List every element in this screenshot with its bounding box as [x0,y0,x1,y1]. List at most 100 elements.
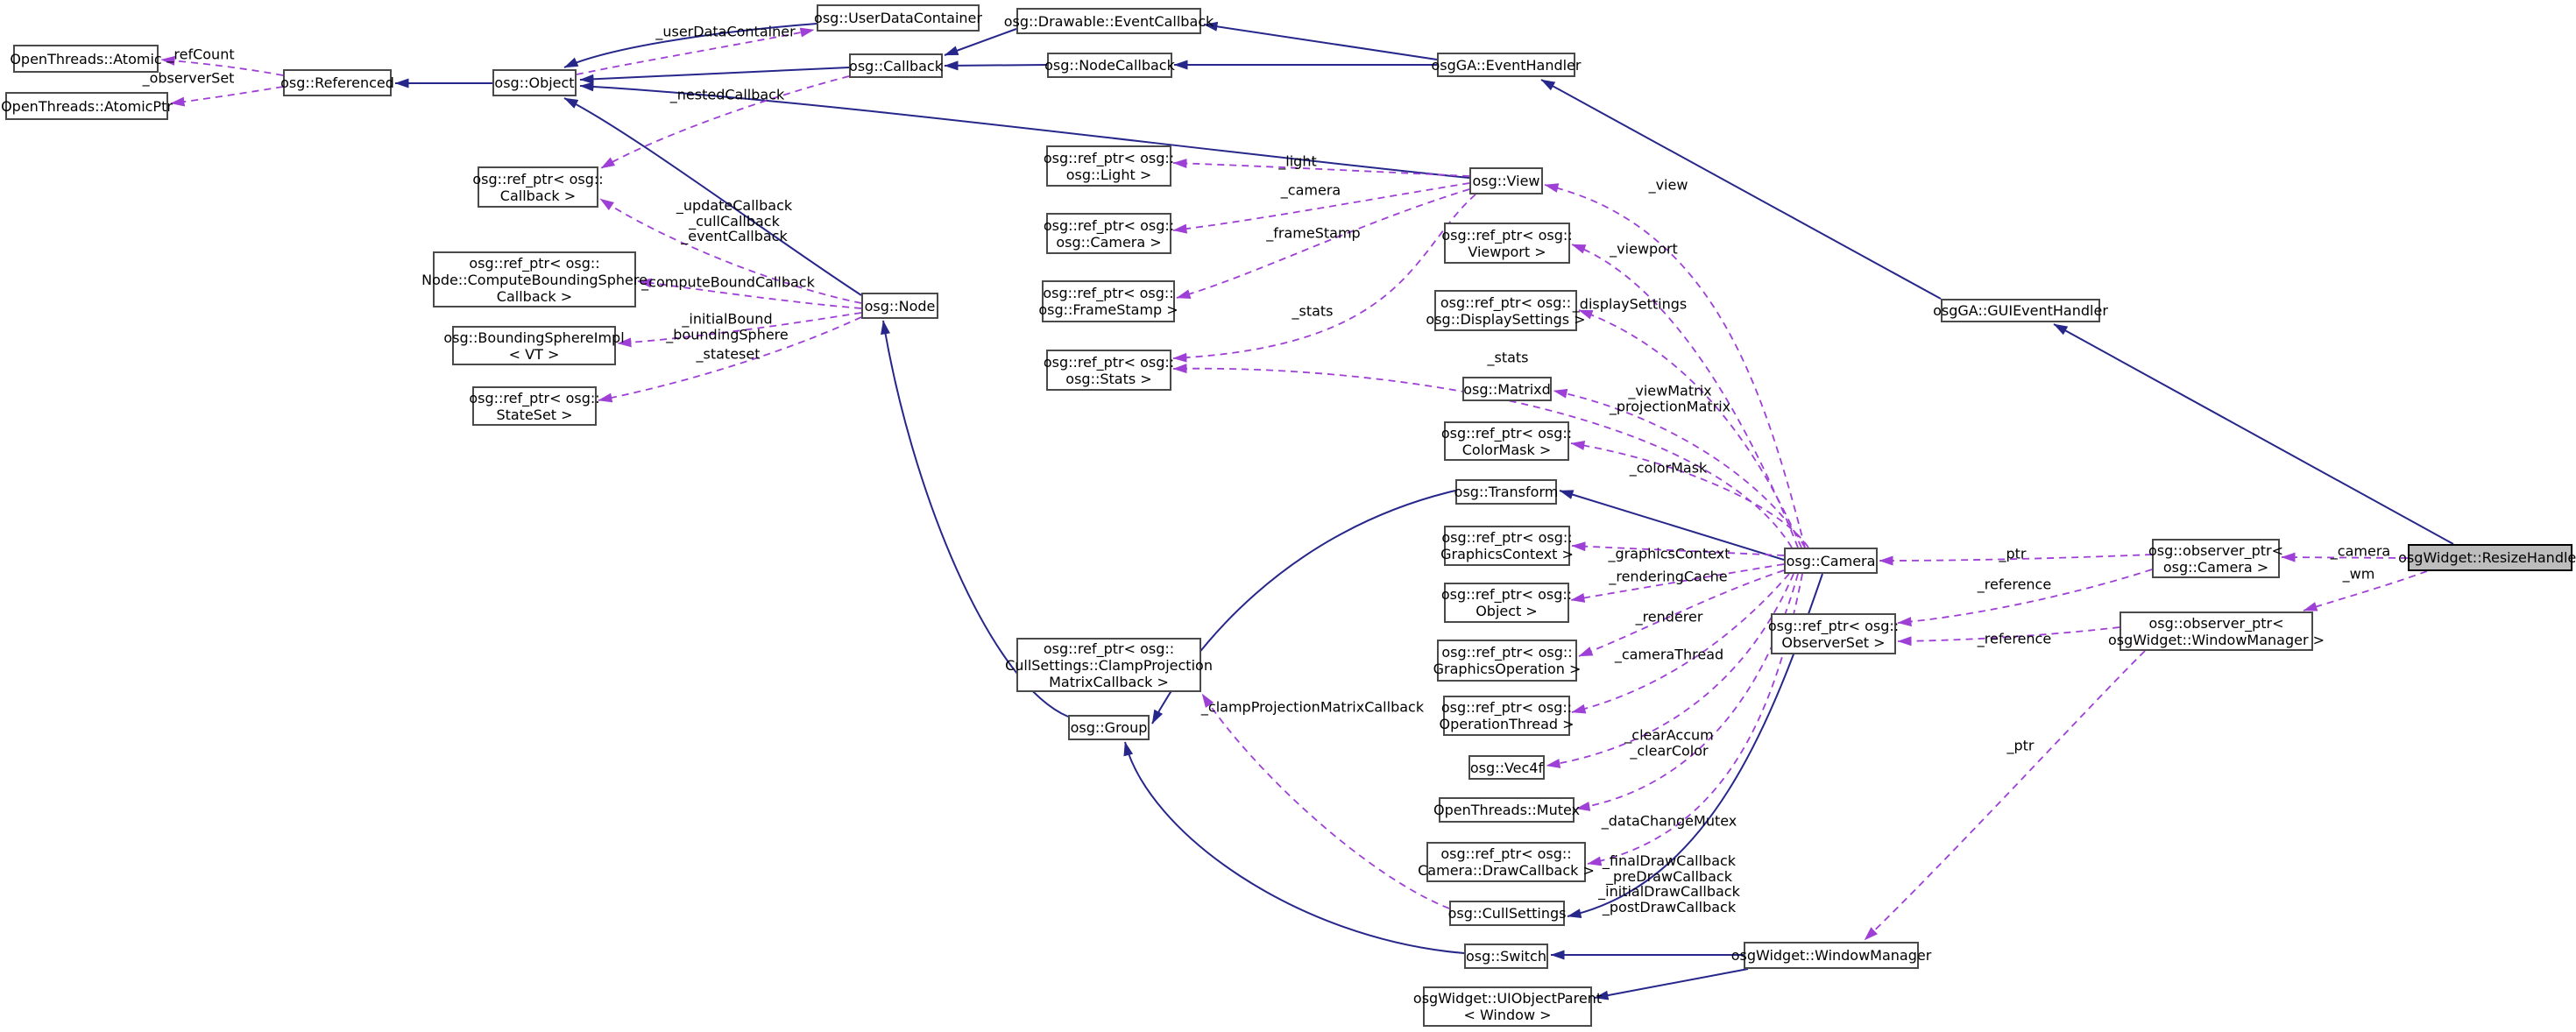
class-node-refptr-viewport[interactable]: osg::ref_ptr< osg::Viewport > [1441,223,1573,264]
class-node-label: osg::BoundingSphereImpl [443,329,625,346]
usage-edge-camera-to-refptr-displaysettings [1578,309,1802,548]
class-node-label: osgWidget::WindowManager [1730,947,1932,964]
edge-label-line: _preDrawCallback [1606,867,1732,885]
class-node-label: osg::ref_ptr< osg:: [469,389,600,406]
class-node-label: OpenThreads::AtomicPtr [1,97,173,115]
class-node-label: OperationThread > [1439,716,1575,732]
usage-edge-referenced-to-atomicptr [170,86,284,107]
usage-edge-observerptr-camera-to-camera [1879,554,2153,566]
class-node-nodecallback[interactable]: osg::NodeCallback [1044,53,1175,78]
class-node-label: MatrixCallback > [1049,673,1169,690]
usage-edge-camera-to-refptr-graphicscontext [1571,541,1785,556]
class-node-switch[interactable]: osg::Switch [1464,944,1548,969]
usage-edge-camera-to-refptr-viewport [1571,244,1799,548]
class-node-windowmanager[interactable]: osgWidget::WindowManager [1731,942,1931,969]
class-node-label: osg::FrameStamp > [1038,301,1178,318]
class-node-guieventhandler[interactable]: osgGA::GUIEventHandler [1933,299,2108,322]
class-node-label: osg::Camera > [2162,558,2269,576]
edge-label-line: _projectionMatrix [1609,398,1731,414]
edge-label-camera: _camera [2331,543,2390,559]
edge-label-ptr: _ptr [1999,546,2026,562]
edge-label-line: _camera [2330,542,2391,560]
class-node-refptr-graphicsoperation[interactable]: osg::ref_ptr< osg::GraphicsOperation > [1433,640,1581,682]
class-node-refptr-operationthread[interactable]: osg::ref_ptr< osg::OperationThread > [1439,696,1575,736]
inheritance-edge-drawable-eventcallback-to-callback [944,28,1017,56]
class-node-refptr-clampprojectionmatrixcallback[interactable]: osg::ref_ptr< osg::CullSettings::ClampPr… [1005,638,1213,692]
edge-label-viewmatrix: _viewMatrix_projectionMatrix [1609,383,1731,414]
edge-label-clearaccum: _clearAccum_clearColor [1624,727,1713,759]
class-node-mutex[interactable]: OpenThreads::Mutex [1433,797,1580,823]
class-node-label: osg::observer_ptr< [2148,614,2284,632]
class-node-atomic[interactable]: OpenThreads::Atomic [10,45,162,73]
class-node-refptr-observerset[interactable]: osg::ref_ptr< osg::ObserverSet > [1768,613,1899,654]
edge-label-reference: _reference [1978,576,2051,592]
class-node-uiobjectparent[interactable]: osgWidget::UIObjectParent< Window > [1413,986,1602,1027]
class-node-label: osg::Node [864,297,936,315]
class-node-refptr-graphicscontext[interactable]: osg::ref_ptr< osg::GraphicsContext > [1440,526,1574,566]
class-node-observerptr-windowmanager[interactable]: osg::observer_ptr<osgWidget::WindowManag… [2108,611,2325,651]
class-node-label: osg::CullSettings [1447,905,1567,922]
edge-label-datachangemutex: _dataChangeMutex [1602,813,1737,829]
class-node-refptr-stats[interactable]: osg::ref_ptr< osg::osg::Stats > [1043,350,1175,391]
class-node-refptr-displaysettings[interactable]: osg::ref_ptr< osg::osg::DisplaySettings … [1426,290,1586,331]
class-node-label: Viewport > [1468,243,1546,260]
class-node-refptr-framestamp[interactable]: osg::ref_ptr< osg::osg::FrameStamp > [1038,280,1178,322]
edge-label-wm: _wm [2343,566,2375,582]
edge-label-line: _view [1648,176,1688,194]
class-node-resizehandler[interactable]: osgWidget::ResizeHandler [2398,544,2576,571]
class-node-label: < Window > [1463,1007,1552,1023]
class-node-userdatacontainer[interactable]: osg::UserDataContainer [814,4,982,32]
class-node-refptr-drawcallback[interactable]: osg::ref_ptr< osg::Camera::DrawCallback … [1418,842,1595,882]
usage-edge-callback-to-refptr-callback [600,75,850,169]
class-node-vec4f[interactable]: osg::Vec4f [1468,755,1545,780]
class-node-refptr-colormask[interactable]: osg::ref_ptr< osg::ColorMask > [1441,421,1572,461]
class-node-observerptr-camera[interactable]: osg::observer_ptr<osg::Camera > [2148,539,2283,578]
class-node-object[interactable]: osg::Object [492,69,577,96]
class-node-eventhandler[interactable]: osgGA::EventHandler [1432,53,1581,77]
class-node-label: osg::ref_ptr< osg:: [1043,285,1174,301]
class-node-view[interactable]: osg::View [1469,167,1543,194]
usage-edge-node-to-boundingsphereimpl [617,312,862,348]
class-node-label: osgGA::GUIEventHandler [1933,302,2108,319]
class-node-callback[interactable]: osg::Callback [849,53,943,78]
usage-edge-camera-to-refptr-operationthread [1571,573,1790,714]
class-node-referenced[interactable]: osg::Referenced [280,69,394,96]
class-node-node[interactable]: osg::Node [861,293,938,319]
class-node-atomicptr[interactable]: OpenThreads::AtomicPtr [1,92,173,120]
class-node-refptr-camera[interactable]: osg::ref_ptr< osg::osg::Camera > [1044,213,1174,254]
usage-edge-resizehandler-to-observerptr-windowmanager [2303,570,2428,611]
edge-label-line: _frameStamp [1266,224,1361,242]
class-node-refptr-callback[interactable]: osg::ref_ptr< osg::Callback > [472,166,604,208]
inheritance-edge-eventhandler-to-drawable-eventcallback [1203,21,1438,60]
class-node-label: osg::ref_ptr< osg:: [1441,529,1573,546]
class-node-label: osg::ref_ptr< osg:: [472,170,604,187]
usage-edge-view-to-refptr-light [1172,159,1470,177]
class-node-cullsettings[interactable]: osg::CullSettings [1447,901,1567,926]
usage-edge-camera-to-view [1544,183,1806,548]
class-node-group[interactable]: osg::Group [1068,715,1150,740]
edge-label-ptr: _ptr [2006,738,2034,753]
class-node-label: osgWidget::WindowManager > [2107,631,2325,648]
inheritance-edge-resizehandler-to-guieventhandler [2053,323,2454,545]
class-node-label: osgGA::EventHandler [1431,56,1582,74]
class-node-label: ObserverSet > [1781,633,1886,651]
class-node-transform[interactable]: osg::Transform [1454,479,1558,505]
class-node-label: osg::ref_ptr< osg:: [1440,699,1573,716]
edge-label-line: _wm [2342,565,2375,583]
class-node-matrixd[interactable]: osg::Matrixd [1462,377,1552,401]
class-node-label: osg::UserDataContainer [814,10,982,26]
class-node-camera[interactable]: osg::Camera [1784,548,1878,574]
class-node-label: osg::ref_ptr< osg:: [1043,353,1175,371]
class-node-label: osg::Stats > [1065,370,1152,387]
edge-label-view: _view [1649,177,1688,193]
edge-label-line: _boundingSphere [666,326,789,343]
class-node-drawable-eventcallback[interactable]: osg::Drawable::EventCallback [1004,8,1214,34]
class-node-refptr-light[interactable]: osg::ref_ptr< osg::osg::Light > [1044,145,1174,187]
class-node-label: osgWidget::UIObjectParent [1412,990,1603,1007]
inheritance-edge-switch-to-group [1123,741,1465,954]
class-node-refptr-stateset[interactable]: osg::ref_ptr< osg::StateSet > [469,386,600,426]
edge-label-line: _clearColor [1630,742,1709,759]
class-node-boundingsphereimpl[interactable]: osg::BoundingSphereImpl< VT > [443,326,625,365]
class-node-refptr-object[interactable]: osg::ref_ptr< osg::Object > [1441,583,1572,623]
class-node-refptr-computeboundingspherecallback[interactable]: osg::ref_ptr< osg::Node::ComputeBounding… [421,251,648,307]
